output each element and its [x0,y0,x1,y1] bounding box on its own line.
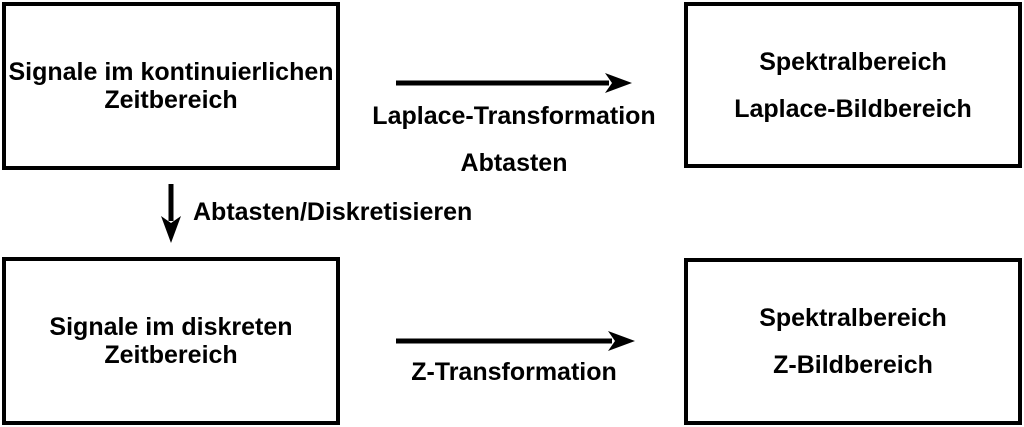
box-z-spectral-domain: Spektralbereich Z-Bildbereich [684,258,1022,425]
box-text-line: Zeitbereich [104,341,238,369]
laplace-arrow-label: Laplace-Transformation Abtasten [348,103,680,176]
z-arrow-label: Z-Transformation [411,358,617,386]
arrow-z-transformation [396,331,635,351]
box-text-line: Zeitbereich [104,86,238,114]
box-discrete-time-signals: Signale im diskreten Zeitbereich [2,257,340,425]
box-laplace-spectral-domain: Spektralbereich Laplace-Bildbereich [684,2,1022,168]
laplace-arrow-label-line: Abtasten [460,149,568,177]
box-text-line: Laplace-Bildbereich [734,94,972,123]
box-text-line: Spektralbereich [759,304,947,332]
arrow-sampling-discretize [161,184,181,243]
box-text-line: Signale im kontinuierlichen [8,58,334,86]
box-text-line: Spektralbereich [759,47,947,76]
laplace-arrow-label-line: Laplace-Transformation [372,102,656,130]
sampling-arrow-label: Abtasten/Diskretisieren [193,198,473,226]
box-continuous-time-signals: Signale im kontinuierlichen Zeitbereich [2,2,340,170]
box-text-line: Z-Bildbereich [773,351,933,379]
arrow-laplace-transformation [396,73,632,93]
box-text-line: Signale im diskreten [49,313,293,341]
